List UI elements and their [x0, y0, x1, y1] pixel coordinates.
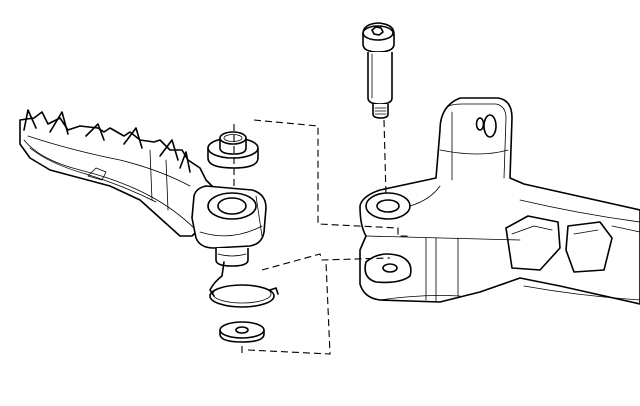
- return-spring: [209, 261, 279, 308]
- spring-lower-line: [261, 253, 391, 271]
- bolt: [362, 22, 395, 119]
- bolt-axis-line: [383, 119, 387, 197]
- lower-washer-line: [247, 261, 331, 355]
- assembly-lines: [233, 119, 410, 356]
- lower-washer: [219, 321, 265, 343]
- upper-washer: [207, 131, 259, 169]
- washer-to-boss-line: [253, 119, 410, 237]
- footpeg: [19, 109, 267, 267]
- mounting-bracket: [359, 97, 640, 305]
